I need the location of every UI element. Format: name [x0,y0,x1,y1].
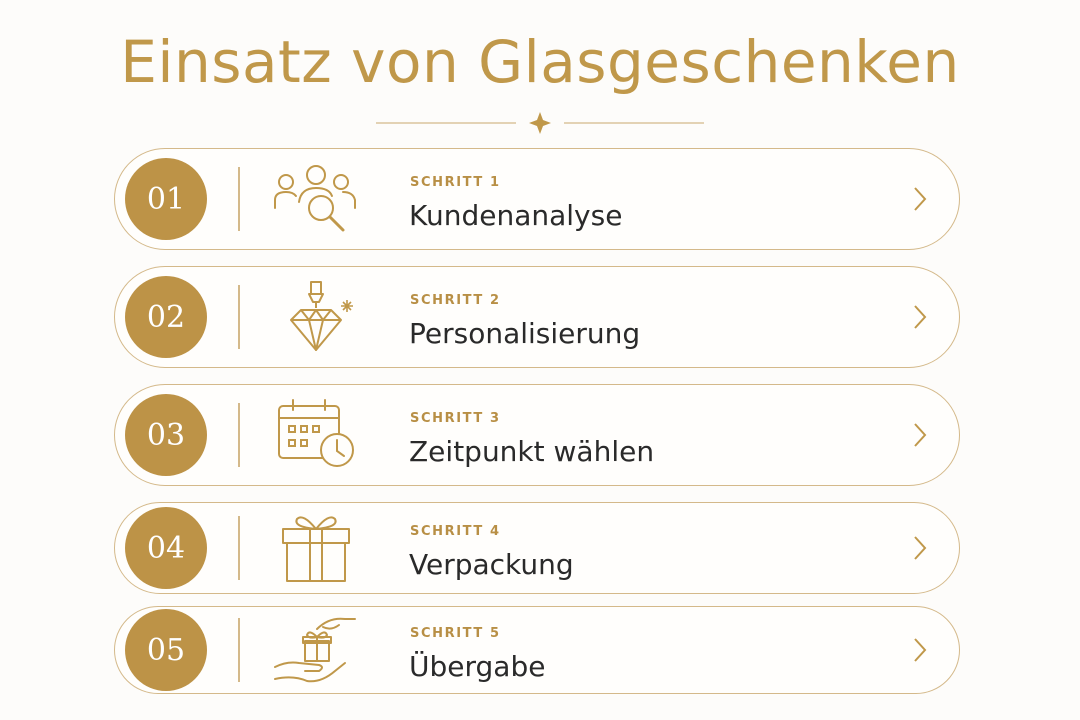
step-divider [238,403,240,467]
step-name: Zeitpunkt wählen [409,435,655,468]
step-number-badge: 05 [125,609,207,691]
chevron-right-icon [914,187,927,211]
page-title: Einsatz von Glasgeschenken [120,28,960,96]
chevron-right-icon [914,305,927,329]
step-divider [238,516,240,580]
step-divider [238,285,240,349]
step-name: Übergabe [409,650,546,683]
step-number-badge: 02 [125,276,207,358]
title-divider [376,112,704,134]
step-divider [238,618,240,682]
gift-box-icon [282,516,350,582]
step-label: SCHRITT 2 [410,293,501,308]
step-divider [238,167,240,231]
step-label: SCHRITT 4 [410,524,501,539]
customer-search-icon [274,165,356,232]
step-name: Kundenanalyse [409,199,623,232]
step-number-badge: 03 [125,394,207,476]
hand-over-gift-icon [274,617,356,683]
engraved-diamond-icon [290,281,353,351]
step-item-1[interactable]: 01 SCHRITT 1 Kundenanalyse [114,148,960,250]
step-number-badge: 04 [125,507,207,589]
step-item-5[interactable]: 05 SCHRITT 5 Übergabe [114,606,960,694]
step-item-2[interactable]: 02 SCHRITT 2 Personalisierung [114,266,960,368]
step-label: SCHRITT 5 [410,626,501,641]
step-item-3[interactable]: 03 SCHRITT 3 Zeitpunkt wählen [114,384,960,486]
chevron-right-icon [914,638,927,662]
step-item-4[interactable]: 04 SCHRITT 4 Verpackung [114,502,960,594]
chevron-right-icon [914,423,927,447]
step-label: SCHRITT 1 [410,175,501,190]
step-label: SCHRITT 3 [410,411,501,426]
step-name: Personalisierung [409,317,641,350]
calendar-clock-icon [278,399,354,467]
chevron-right-icon [914,536,927,560]
step-number-badge: 01 [125,158,207,240]
step-name: Verpackung [409,548,574,581]
